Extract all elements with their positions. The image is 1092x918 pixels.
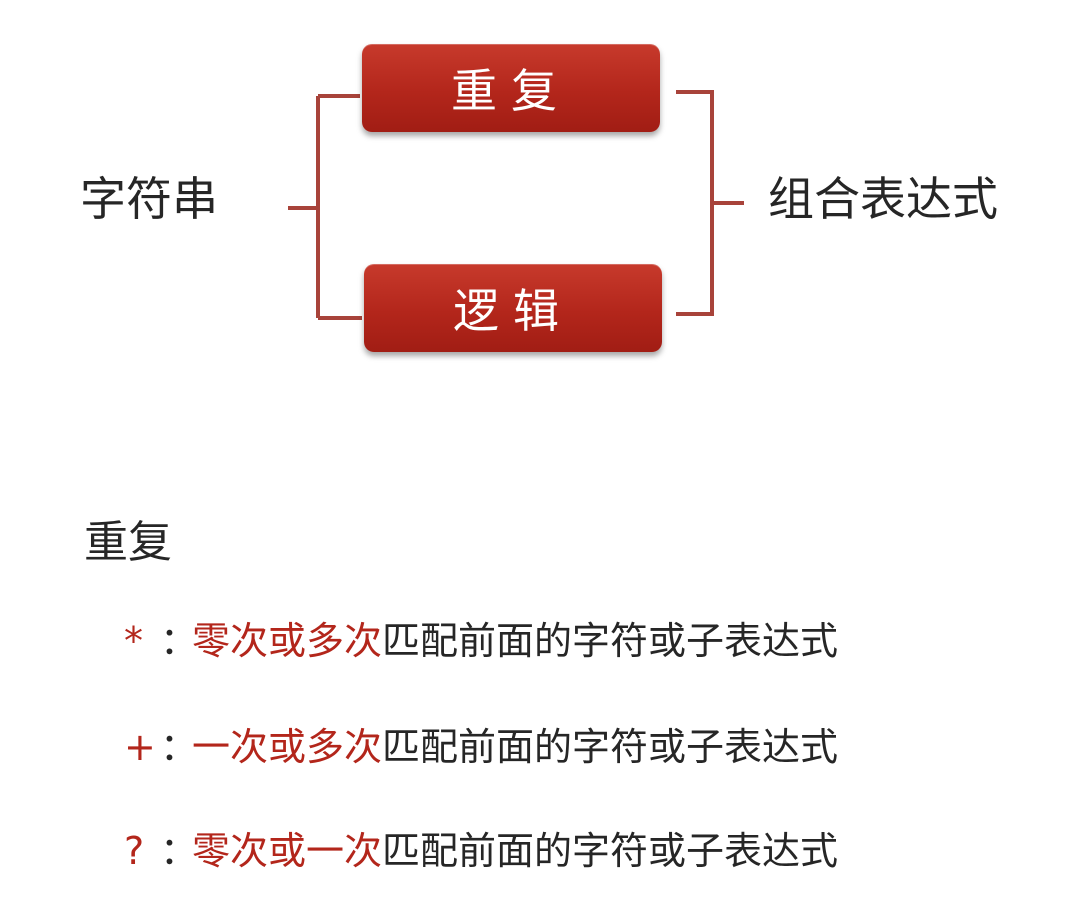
rule-colon: ： (160, 619, 199, 663)
rule-symbol: * (124, 619, 143, 663)
left-bracket (288, 94, 362, 320)
string-label: 字符串 (80, 172, 218, 226)
rule-text: 匹配前面的字符或子表达式 (382, 725, 839, 769)
rule-text: 匹配前面的字符或子表达式 (382, 619, 839, 663)
combined-expression-label: 组合表达式 (768, 172, 998, 226)
right-bracket (676, 90, 744, 316)
rule-colon: ： (160, 829, 199, 873)
rule-item-star: * ：零次或多次匹配前面的字符或子表达式 (124, 622, 838, 660)
rule-item-plus: +：一次或多次匹配前面的字符或子表达式 (124, 728, 838, 766)
section-title: 重复 (84, 517, 172, 568)
rule-highlight: 零次或一次 (192, 829, 383, 873)
repeat-box: 重复 (362, 44, 660, 132)
rule-item-question: ? ：零次或一次匹配前面的字符或子表达式 (124, 832, 838, 870)
rule-symbol: + (124, 725, 156, 769)
rule-text: 匹配前面的字符或子表达式 (382, 829, 839, 873)
logic-box: 逻辑 (364, 264, 662, 352)
connector-lines (288, 90, 744, 320)
rule-highlight: 一次或多次 (192, 725, 383, 769)
rule-highlight: 零次或多次 (192, 619, 383, 663)
concept-diagram: 字符串 重复 逻辑 组合表达式 (0, 0, 1092, 420)
rule-symbol: ? (124, 829, 145, 873)
rule-colon: ： (160, 725, 199, 769)
